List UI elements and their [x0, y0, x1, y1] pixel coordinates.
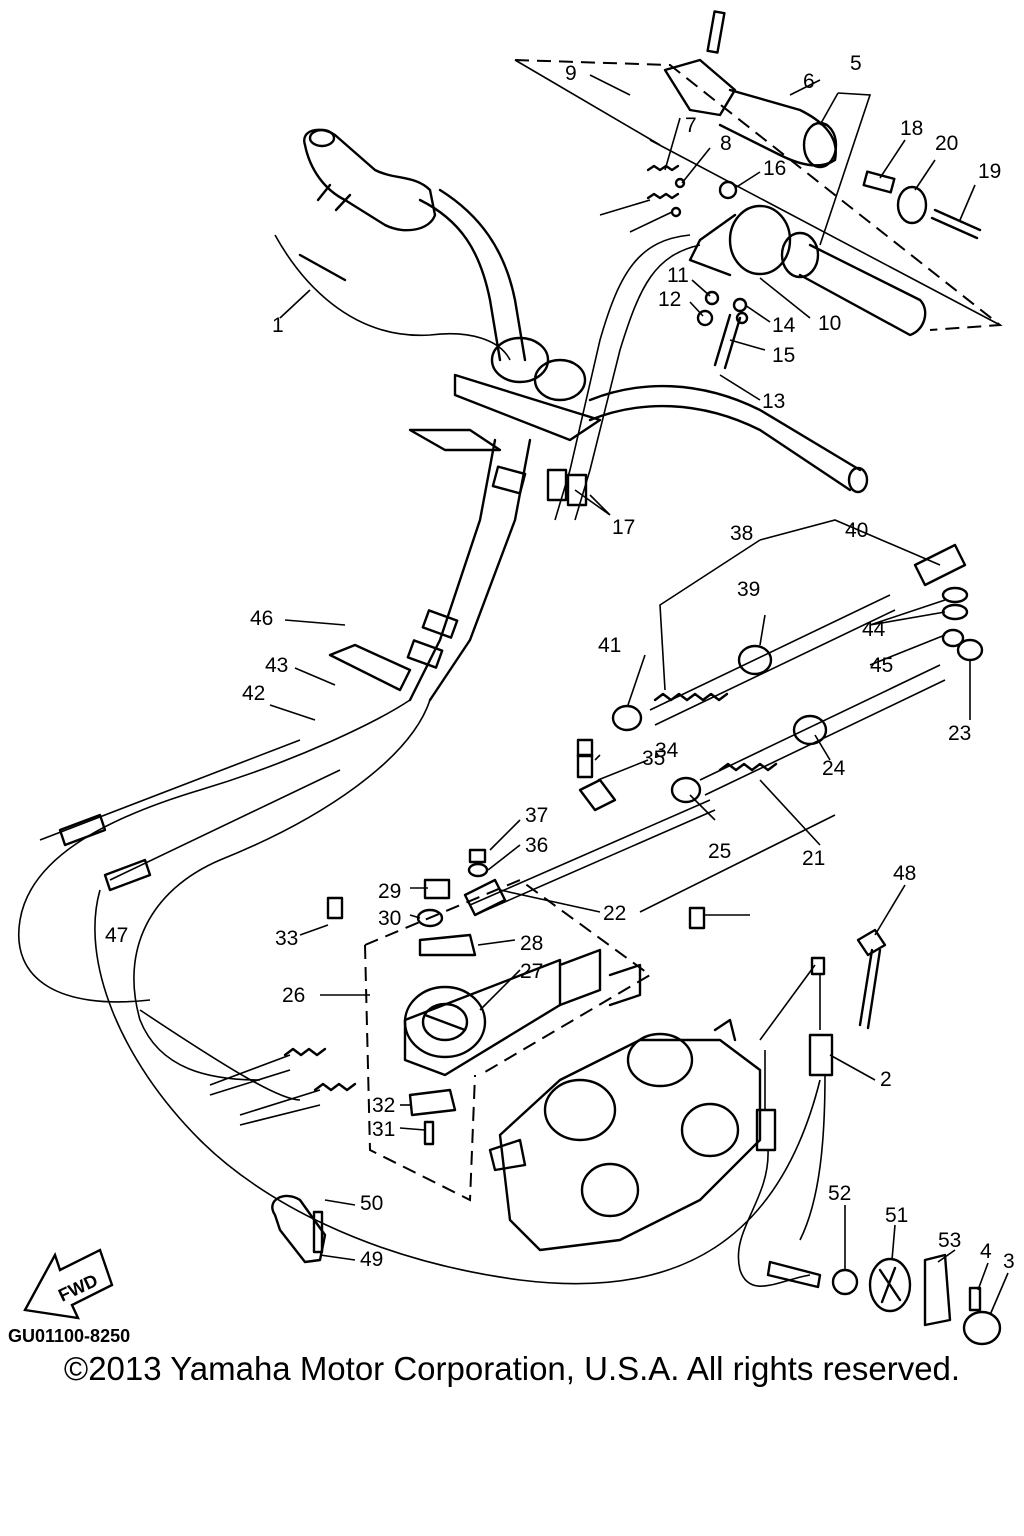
callout-24: 24: [822, 757, 846, 780]
callout-28: 28: [520, 932, 543, 955]
callout-7a: 7: [685, 114, 697, 137]
callout-48: 48: [893, 862, 916, 885]
callout-41: 41: [598, 634, 621, 657]
callout-23: 23: [948, 722, 971, 745]
callout-20: 20: [935, 132, 958, 155]
leader-lines: [269, 74, 1009, 1316]
trim-cable: [463, 543, 984, 917]
callout-32: 32: [372, 1094, 395, 1117]
callout-46: 46: [250, 607, 273, 630]
callout-4: 4: [980, 1240, 992, 1263]
callout-14: 14: [772, 314, 796, 337]
callout-42: 42: [242, 682, 265, 705]
callout-6: 6: [803, 70, 815, 93]
callout-45: 45: [870, 654, 893, 677]
callout-50: 50: [360, 1192, 383, 1215]
callout-44: 44: [862, 618, 886, 641]
callout-18: 18: [900, 117, 923, 140]
cable-tie: [856, 928, 887, 1030]
callout-49: 49: [360, 1248, 383, 1271]
callout-26: 26: [282, 984, 305, 1007]
callout-17: 17: [612, 516, 635, 539]
callout-2: 2: [880, 1068, 892, 1091]
callout-21: 21: [802, 847, 825, 870]
callout-53: 53: [938, 1229, 961, 1252]
cable-bracket: [209, 738, 706, 1202]
callout-22: 22: [603, 902, 626, 925]
callout-19: 19: [978, 160, 1001, 183]
callout-51: 51: [885, 1204, 908, 1227]
callout-1: 1: [272, 314, 284, 337]
callout-9: 9: [565, 62, 577, 85]
callout-8a: 8: [720, 132, 732, 155]
callout-37: 37: [525, 804, 548, 827]
callout-5: 5: [850, 52, 862, 75]
callout-47: 47: [105, 924, 128, 947]
callout-34: 34: [655, 739, 679, 762]
diagram-code: GU01100-8250: [8, 1326, 131, 1346]
callout-11: 11: [667, 264, 689, 287]
callout-12: 12: [658, 288, 681, 311]
callout-30: 30: [378, 907, 401, 930]
callout-25: 25: [708, 840, 731, 863]
callout-numbers: 1 2 3 4 5 6 7 8 9 10 11 12 13 14 15 16 1…: [105, 52, 1015, 1273]
callout-31: 31: [372, 1118, 395, 1141]
callout-3: 3: [1003, 1250, 1015, 1273]
callout-43: 43: [265, 654, 288, 677]
callout-52: 52: [828, 1182, 851, 1205]
throttle-housing: [514, 10, 1003, 370]
callout-33a: 33: [275, 927, 298, 950]
callout-15: 15: [772, 344, 795, 367]
copyright-notice: ©2013 Yamaha Motor Corporation, U.S.A. A…: [63, 1350, 961, 1387]
fwd-arrow-icon: FWD: [23, 1248, 114, 1320]
callout-39: 39: [737, 578, 760, 601]
callout-40: 40: [845, 519, 868, 542]
callout-36: 36: [525, 834, 548, 857]
callout-10: 10: [818, 312, 841, 335]
callout-38: 38: [730, 522, 753, 545]
callout-35: 35: [642, 747, 665, 770]
callout-13: 13: [762, 390, 785, 413]
callout-27: 27: [520, 960, 543, 983]
throttle-cables: [17, 234, 821, 1285]
callout-29: 29: [378, 880, 401, 903]
throttle-body: [488, 956, 834, 1287]
handlebar-assembly: [303, 128, 869, 702]
callout-16: 16: [763, 157, 786, 180]
